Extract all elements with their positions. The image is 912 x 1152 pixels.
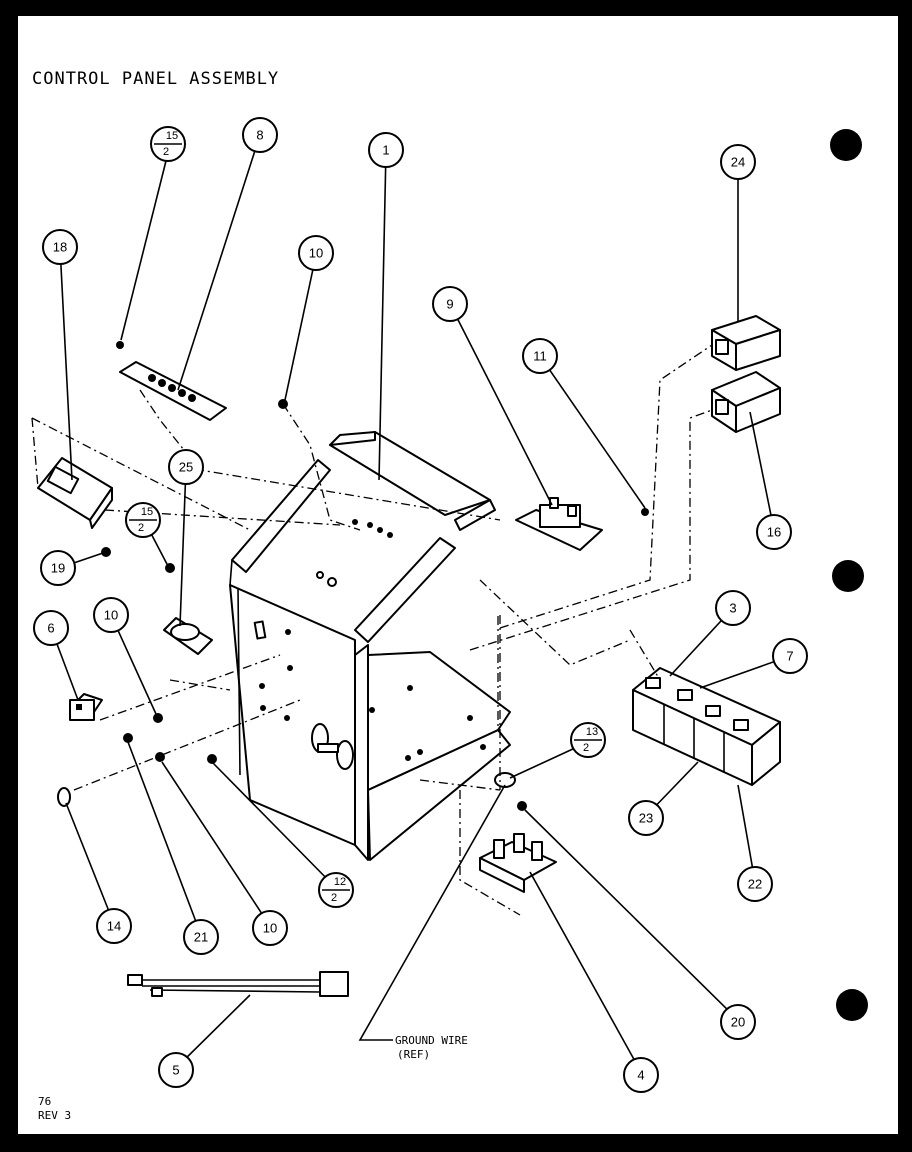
wire-harness-5 (127, 971, 349, 997)
callout-c9-label: 9 (446, 297, 453, 312)
callout-c20-label: 20 (731, 1015, 745, 1030)
callout-c21-label: 21 (194, 930, 208, 945)
callout-c14-label: 14 (107, 919, 121, 934)
callout-c11-label: 11 (533, 349, 547, 364)
callout-c8-circle (242, 117, 278, 153)
relay-box-16 (711, 371, 781, 433)
callout-c24-label: 24 (731, 155, 745, 170)
fraction-f15b-top: 15 (141, 506, 153, 518)
terminal-strip-8 (116, 341, 227, 421)
rocker-switch-6 (69, 693, 103, 721)
callout-c7-circle (772, 638, 808, 674)
callout-c11-circle (522, 338, 558, 374)
callout-c22-label: 22 (748, 877, 762, 892)
ground-wire-ref: (REF) (397, 1048, 430, 1061)
callout-c6-circle (33, 610, 69, 646)
fraction-f15a-top: 15 (166, 130, 178, 142)
callout-c18-circle (42, 229, 78, 265)
callout-c10b-circle (93, 597, 129, 633)
callout-c10b-label: 10 (104, 608, 118, 623)
callout-c5-circle (158, 1052, 194, 1088)
callout-c25-circle (168, 449, 204, 485)
callout-c1-circle (368, 132, 404, 168)
callout-c23-circle (628, 800, 664, 836)
capacitor-clamp-25 (163, 563, 213, 655)
nut-10a (153, 713, 163, 723)
binder-hole-top (830, 129, 862, 161)
callout-c10c-circle (252, 910, 288, 946)
callout-c4-circle (623, 1057, 659, 1093)
control-box-chassis (229, 431, 511, 861)
callout-c18-label: 18 (53, 240, 67, 255)
callout-c14-circle (96, 908, 132, 944)
fraction-f13-top: 13 (586, 726, 598, 738)
fraction-f13-bottom: 2 (583, 742, 589, 754)
transformer-9 (515, 497, 649, 551)
relay-box-24 (711, 315, 781, 371)
binder-hole-bottom (836, 989, 868, 1021)
callout-c19-circle (40, 550, 76, 586)
callout-c25-label: 25 (179, 460, 193, 475)
fraction-f12-top: 12 (334, 876, 346, 888)
switch-block (632, 667, 781, 786)
revision: REV 3 (38, 1109, 71, 1122)
drawing-sheet (18, 16, 898, 1134)
callout-c10a-label: 10 (309, 246, 323, 261)
callout-c21-circle (183, 919, 219, 955)
screw-21 (123, 733, 133, 743)
callout-c16-label: 16 (767, 525, 781, 540)
callout-c19-label: 19 (51, 561, 65, 576)
callout-c10a-circle (298, 235, 334, 271)
callout-c9-circle (432, 286, 468, 322)
fraction-f15a-bottom: 2 (163, 146, 169, 158)
relay-bracket-18 (37, 457, 113, 557)
nut-10b (155, 752, 165, 762)
fraction-f12-bottom: 2 (331, 892, 337, 904)
leader-lines (50, 134, 791, 1073)
callout-c23-label: 23 (639, 811, 653, 826)
callout-c4-label: 4 (637, 1068, 644, 1083)
callout-c3-circle (715, 590, 751, 626)
callout-c8-label: 8 (256, 128, 263, 143)
callout-c22-circle (737, 866, 773, 902)
binder-hole-middle (832, 560, 864, 592)
assembly-lines (31, 344, 713, 916)
fraction-callout-bubbles: 15 2 15 2 13 2 12 2 (125, 126, 606, 908)
page-number: 76 (38, 1095, 51, 1108)
callout-c6-label: 6 (47, 621, 54, 636)
callout-c24-circle (720, 144, 756, 180)
callout-c7-label: 7 (786, 649, 793, 664)
callout-c1-label: 1 (382, 143, 389, 158)
diagram-title: CONTROL PANEL ASSEMBLY (32, 69, 279, 89)
fraction-f15b-bottom: 2 (138, 522, 144, 534)
callout-c16-circle (756, 514, 792, 550)
screw-12 (207, 754, 217, 764)
terminal-block-4 (479, 772, 557, 893)
grommet-14 (57, 787, 71, 807)
callout-c3-label: 3 (729, 601, 736, 616)
ground-wire-label: GROUND WIRE (395, 1034, 468, 1047)
callout-c20-circle (720, 1004, 756, 1040)
callout-c10c-label: 10 (263, 921, 277, 936)
callout-c5-label: 5 (172, 1063, 179, 1078)
